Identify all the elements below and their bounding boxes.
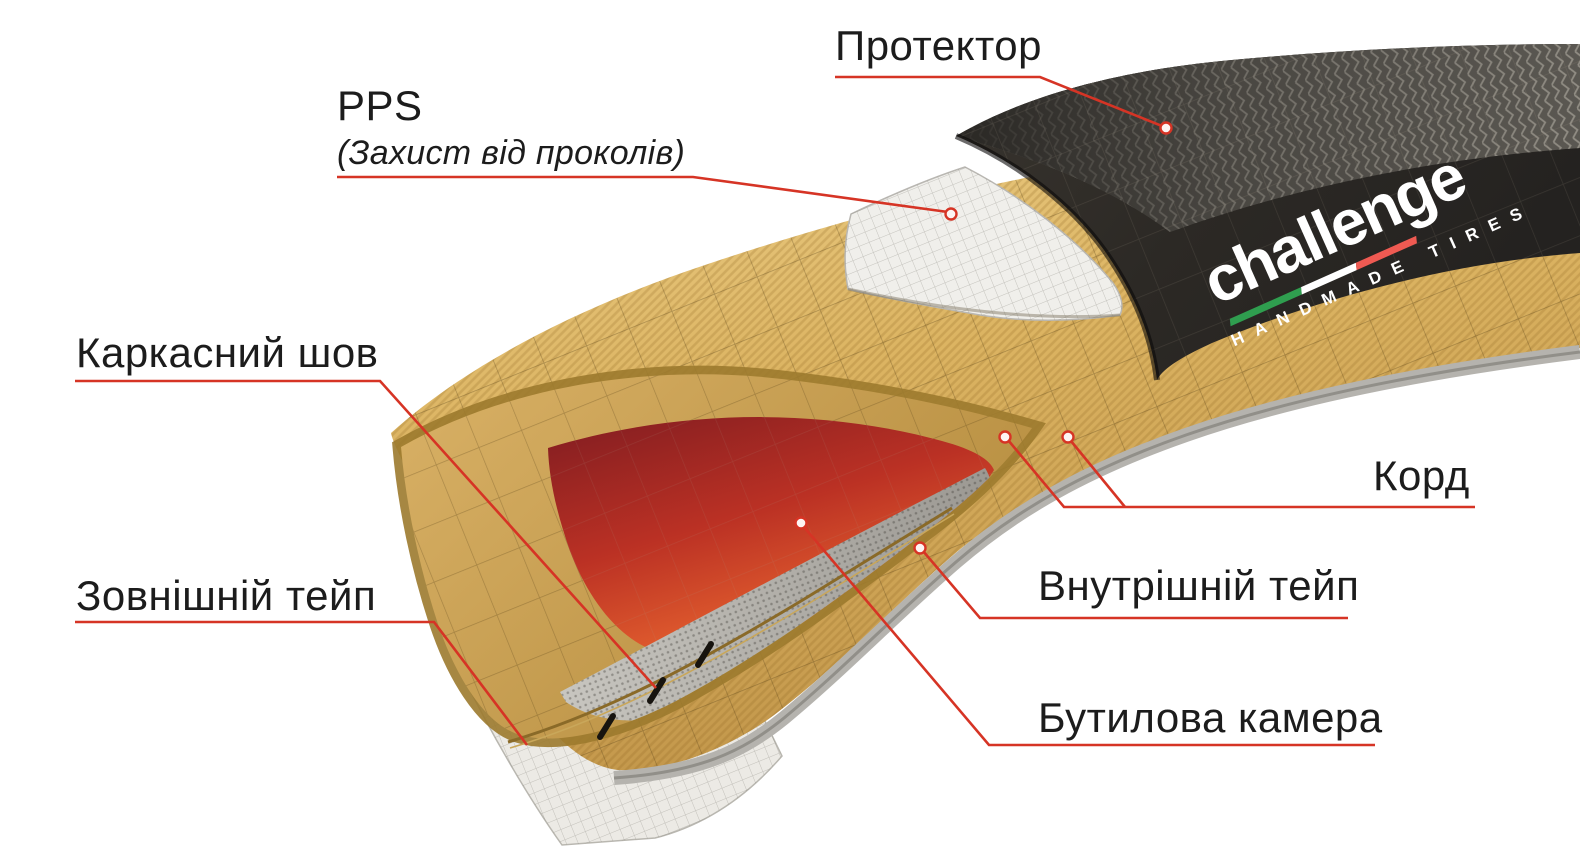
cutaway-opening xyxy=(392,365,1046,747)
label-outer-tape: Зовнішній тейп xyxy=(76,572,377,619)
leader-pps xyxy=(337,175,949,214)
leader-carcass-seam xyxy=(75,379,657,689)
label-pps: PPS (Захист від проколів) xyxy=(337,82,685,173)
seam-stitch xyxy=(647,677,666,704)
leader-outer-tape xyxy=(75,620,529,746)
leader-cord-dot xyxy=(998,430,1012,444)
seam-stitch xyxy=(597,713,616,740)
label-inner-tape: Внутрішній тейп xyxy=(1038,562,1360,609)
leader-lines xyxy=(75,75,1475,747)
label-pps-subtitle: (Захист від проколів) xyxy=(337,134,686,173)
pps-band xyxy=(844,166,1123,321)
leader-tread xyxy=(835,75,1163,128)
leader-butyl-tube-dot xyxy=(794,516,808,530)
leader-cord-2 xyxy=(1069,440,1127,508)
label-cord: Корд xyxy=(1373,452,1470,499)
tread-edge-lip xyxy=(954,133,1160,381)
label-carcass-seam: Каркасний шов xyxy=(76,329,379,376)
leader-butyl-tube xyxy=(803,526,1375,747)
label-butyl-tube: Бутилова камера xyxy=(1038,694,1383,741)
label-pps-title: PPS xyxy=(337,82,423,129)
carcass-seam xyxy=(507,506,955,749)
leader-cord-dot-2 xyxy=(1061,430,1075,444)
leader-inner-tape-dot xyxy=(913,541,927,555)
leader-pps-dot xyxy=(944,207,958,221)
seam-stitch xyxy=(695,641,714,668)
label-tread: Протектор xyxy=(835,22,1042,69)
leader-cord xyxy=(1007,439,1475,509)
leader-inner-tape xyxy=(922,550,1348,620)
base-tape-edge-shade xyxy=(613,350,1580,780)
leader-tread-dot xyxy=(1159,121,1173,135)
inner-tape xyxy=(560,468,993,721)
